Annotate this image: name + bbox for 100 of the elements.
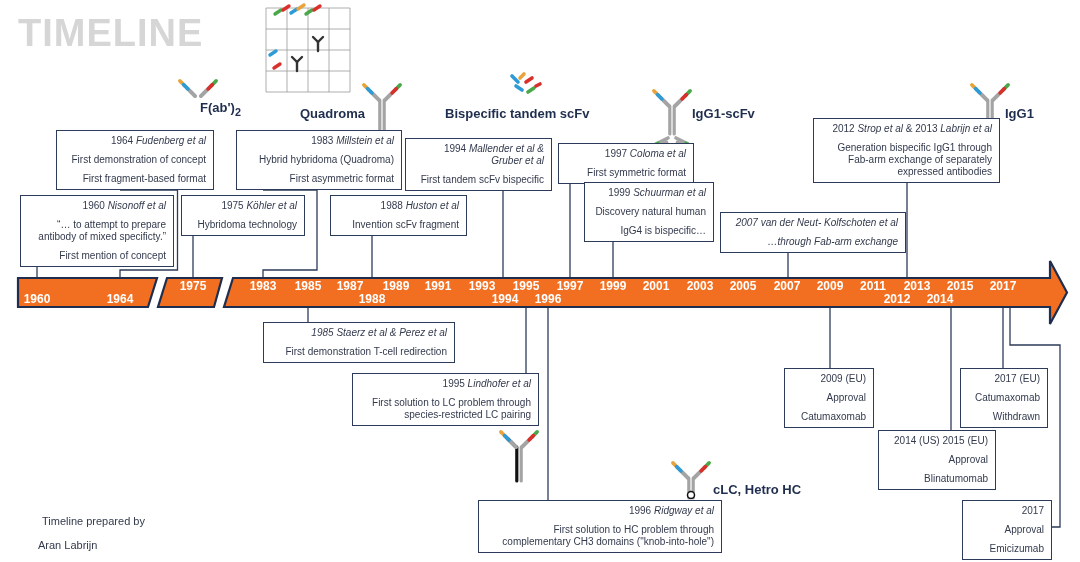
format-name: Bispecific tandem scFv — [445, 106, 590, 121]
event-description: IgG4 is bispecific… — [619, 225, 706, 237]
event-description: First tandem scFv bispecific — [419, 174, 544, 186]
year-label: 1960 — [23, 293, 51, 306]
credit-note: Timeline prepared by — [42, 515, 145, 527]
year-label: 1988 — [358, 293, 386, 306]
year-label: 1983 — [249, 280, 277, 293]
event-reference: 2014 (US) 2015 (EU) — [893, 435, 988, 447]
event-box — [20, 195, 174, 267]
timeline-arrow — [16, 259, 1069, 326]
connector-line — [525, 306, 527, 374]
event-description: Approval — [825, 392, 866, 404]
year-label: 1991 — [424, 280, 452, 293]
event-reference: 1964 Fudenberg et al — [109, 135, 206, 147]
event-reference: 1960 Nisonoff et al — [81, 200, 166, 212]
event-box — [330, 195, 467, 236]
year-label: 1985 — [294, 280, 322, 293]
event-box — [558, 143, 694, 184]
event-description: Hybrid hybridoma (Quadroma) — [257, 154, 394, 166]
year-label: 1987 — [336, 280, 364, 293]
event-description: First symmetric format — [586, 167, 686, 179]
event-description: Emicizumab — [988, 543, 1044, 555]
event-description: First mention of concept — [58, 250, 166, 262]
connector-line — [1002, 306, 1004, 369]
event-reference: 1975 Köhler et al — [220, 200, 297, 212]
event-description: …through Fab-arm exchange — [766, 236, 898, 248]
year-label: 2013 — [903, 280, 931, 293]
event-box — [352, 373, 539, 426]
event-description: First demonstration of concept — [70, 154, 206, 166]
event-description: Approval — [1003, 524, 1044, 536]
event-description: Approval — [947, 454, 988, 466]
event-reference: 1995 Lindhofer et al — [441, 378, 531, 390]
event-reference: 1997 Coloma et al — [603, 148, 686, 160]
event-description: Catumaxomab — [973, 392, 1040, 404]
year-label: 1993 — [468, 280, 496, 293]
event-description: First solution to LC problem through species-restricted LC pairing — [371, 397, 531, 421]
year-label: 2014 — [926, 293, 954, 306]
event-box — [720, 212, 906, 253]
connector-line — [119, 189, 179, 279]
event-reference: 1999 Schuurman et al — [607, 187, 706, 199]
event-box — [236, 130, 402, 190]
event-description: “… to attempt to prepare antibody of mixed specificty.” — [37, 219, 166, 243]
connector-line — [262, 189, 318, 279]
event-box — [962, 500, 1052, 560]
event-box — [478, 500, 722, 553]
year-label: 2003 — [686, 280, 714, 293]
connector-line — [1009, 306, 1061, 528]
year-label: 1995 — [512, 280, 540, 293]
connector-line — [307, 306, 309, 323]
connector-line — [787, 252, 789, 279]
year-label: 2005 — [729, 280, 757, 293]
event-box — [878, 430, 996, 490]
connector-line — [36, 266, 38, 279]
event-reference: 1994 Mallender et al & Gruber et al — [442, 143, 544, 167]
year-label: 1964 — [106, 293, 134, 306]
event-reference: 1985 Staerz et al & Perez et al — [310, 327, 447, 339]
event-reference: 2009 (EU) — [819, 373, 866, 385]
year-label: 2007 — [773, 280, 801, 293]
event-reference: 2017 — [1020, 505, 1044, 517]
connector-line — [502, 190, 504, 279]
event-description: Discovery natural human — [594, 206, 706, 218]
event-description: First fragment-based format — [81, 173, 206, 185]
event-description: Invention scFv fragment — [351, 219, 459, 231]
year-label: 1997 — [556, 280, 584, 293]
event-reference: 1983 Millstein et al — [310, 135, 394, 147]
connector-line — [371, 235, 373, 279]
event-reference: 2007 van der Neut- Kolfschoten et al — [734, 217, 898, 229]
event-reference: 2012 Strop et al & 2013 Labrijn et al — [831, 123, 992, 135]
connector-line — [829, 306, 831, 369]
credit-note: Aran Labrijn — [38, 539, 98, 551]
year-label: 2012 — [883, 293, 911, 306]
connector-line — [612, 241, 614, 279]
event-description: Generation bispecific IgG1 through Fab-arm exchange of separately expressed antibodies — [836, 142, 992, 178]
event-description: First solution to HC problem through complementary CH3 domains ("knob-into-hole") — [501, 524, 714, 548]
event-box — [813, 118, 1000, 183]
event-description: Withdrawn — [991, 411, 1040, 423]
event-box — [784, 368, 874, 428]
event-description: Catumaxomab — [799, 411, 866, 423]
event-reference: 2017 (EU) — [993, 373, 1040, 385]
connector-line — [547, 306, 549, 501]
year-label: 2009 — [816, 280, 844, 293]
connector-line — [192, 235, 194, 279]
format-name: Quadroma — [300, 106, 365, 121]
year-label: 1994 — [491, 293, 519, 306]
event-box — [405, 138, 552, 191]
connector-line — [950, 306, 952, 431]
year-label: 1999 — [599, 280, 627, 293]
event-box — [56, 130, 214, 190]
format-name: IgG1 — [1005, 106, 1034, 121]
event-description: Blinatumomab — [923, 473, 988, 485]
year-label: 2015 — [946, 280, 974, 293]
year-label: 1996 — [534, 293, 562, 306]
connector-line — [569, 183, 571, 279]
format-name: cLC, Hetro HC — [713, 482, 802, 497]
event-box — [181, 195, 305, 236]
event-box — [584, 182, 714, 242]
event-reference: 1996 Ridgway et al — [627, 505, 714, 517]
year-label: 1975 — [179, 280, 207, 293]
year-label: 2017 — [989, 280, 1017, 293]
format-name: F(ab')$_{2}$ — [200, 100, 241, 118]
